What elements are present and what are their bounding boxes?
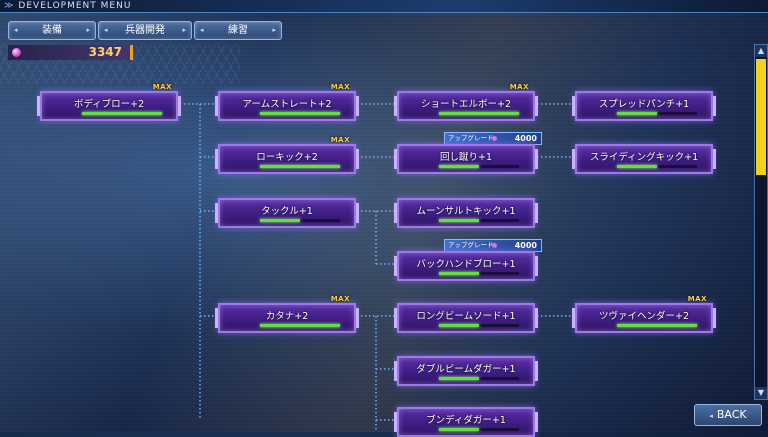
skill-node-backhand-blow[interactable]: バックハンドブロー+1 — [394, 251, 538, 281]
skill-node-tackle[interactable]: タックル+1 — [215, 198, 359, 228]
level-bar-fill — [439, 112, 519, 115]
level-bar — [260, 165, 340, 168]
tab-left-icon: ◂ — [200, 26, 204, 34]
level-bar — [439, 112, 519, 115]
level-bar-fill — [439, 377, 479, 380]
level-bar-fill — [260, 219, 300, 222]
level-bar-fill — [260, 112, 340, 115]
skill-node-double-beam-dagger[interactable]: ダブルビームダガー+1 — [394, 356, 538, 386]
skill-node-short-elbow[interactable]: MAX ショートエルボー+2 — [394, 83, 538, 121]
cost-orb-icon — [492, 243, 497, 248]
level-bar — [439, 324, 519, 327]
max-badge: MAX — [330, 83, 350, 91]
skill-node-moonsault-kick[interactable]: ムーンサルトキック+1 — [394, 198, 538, 228]
max-badge: MAX — [152, 83, 172, 91]
skill-name: 回し蹴り+1 — [439, 152, 492, 163]
skill-node-body-blow[interactable]: MAX ボディブロー+2 — [37, 83, 181, 121]
tab-left-icon: ◂ — [104, 26, 108, 34]
scroll-up-icon[interactable]: ▲ — [755, 45, 767, 57]
cost-orb-icon — [492, 136, 497, 141]
skill-node-sliding-kick[interactable]: スライディングキック+1 — [572, 144, 716, 174]
max-badge: MAX — [509, 83, 529, 91]
tab-bar: ◂ 装備 ▸ ◂ 兵器開発 ▸ ◂ 練習 ▸ — [8, 21, 282, 40]
skill-name: ローキック+2 — [256, 152, 318, 163]
upgrade-label: アップグレード — [448, 134, 494, 142]
level-bar-fill — [82, 112, 162, 115]
points-orb-icon — [12, 48, 21, 57]
level-bar-fill — [617, 112, 657, 115]
level-bar-fill — [439, 272, 479, 275]
skill-node-long-beam-sword[interactable]: ロングビームソード+1 — [394, 303, 538, 333]
level-bar-fill — [439, 324, 479, 327]
max-badge: MAX — [687, 295, 707, 303]
level-bar — [82, 112, 162, 115]
skill-name: タックル+1 — [261, 206, 313, 217]
back-arrow-icon: ◂ — [709, 412, 713, 420]
level-bar-fill — [617, 165, 657, 168]
skill-name: ムーンサルトキック+1 — [416, 206, 516, 217]
tab-label: 装備 — [42, 25, 62, 36]
level-bar — [439, 219, 519, 222]
scrollbar[interactable]: ▲ ▼ — [754, 44, 768, 400]
scroll-down-icon[interactable]: ▼ — [755, 387, 767, 399]
level-bar — [260, 112, 340, 115]
max-badge: MAX — [330, 136, 350, 144]
skill-node-arm-straight[interactable]: MAX アームストレート+2 — [215, 83, 359, 121]
tab-label: 兵器開発 — [125, 25, 165, 36]
tab-right-icon: ▸ — [86, 26, 90, 34]
skill-name: バックハンドブロー+1 — [416, 259, 516, 270]
level-bar — [617, 165, 697, 168]
back-button[interactable]: ◂BACK — [694, 404, 762, 426]
upgrade-cost: 4000 — [514, 241, 537, 250]
skill-node-low-kick[interactable]: MAX ローキック+2 — [215, 136, 359, 174]
level-bar — [439, 272, 519, 275]
level-bar — [439, 377, 519, 380]
level-bar-fill — [439, 428, 479, 431]
level-bar — [439, 428, 519, 431]
max-badge: MAX — [330, 295, 350, 303]
level-bar-fill — [439, 219, 479, 222]
upgrade-cost: 4000 — [514, 134, 537, 143]
tab-right-icon: ▸ — [272, 26, 276, 34]
skill-name: ダブルビームダガー+1 — [416, 364, 516, 375]
header-bar: ≫DEVELOPMENT MENU — [0, 0, 768, 13]
skill-node-katana[interactable]: MAX カタナ+2 — [215, 295, 359, 333]
scroll-thumb[interactable] — [756, 59, 766, 175]
level-bar — [439, 165, 519, 168]
back-label: BACK — [716, 408, 747, 421]
menu-title: ≫DEVELOPMENT MENU — [4, 1, 132, 11]
skill-name: スプレッドパンチ+1 — [598, 99, 690, 110]
tab-practice[interactable]: ◂ 練習 ▸ — [194, 21, 282, 40]
skill-name: アームストレート+2 — [242, 99, 332, 110]
skill-name: ロングビームソード+1 — [416, 311, 516, 322]
tab-left-icon: ◂ — [14, 26, 18, 34]
skill-node-roundhouse[interactable]: 回し蹴り+1 — [394, 144, 538, 174]
tab-weapon-dev[interactable]: ◂ 兵器開発 ▸ — [98, 21, 192, 40]
tab-right-icon: ▸ — [182, 26, 186, 34]
level-bar — [260, 219, 340, 222]
skill-name: カタナ+2 — [265, 311, 309, 322]
level-bar — [260, 324, 340, 327]
skill-name: ブンディダガー+1 — [426, 415, 506, 426]
skill-node-bundi-dagger[interactable]: ブンディダガー+1 — [394, 407, 538, 437]
level-bar-fill — [260, 165, 340, 168]
tab-equipment[interactable]: ◂ 装備 ▸ — [8, 21, 96, 40]
level-bar-fill — [260, 324, 340, 327]
skill-name: ショートエルボー+2 — [420, 99, 511, 110]
points-value: 3347 — [88, 45, 122, 59]
tab-label: 練習 — [228, 25, 248, 36]
skill-name: ツヴァイヘンダー+2 — [598, 311, 689, 322]
skill-node-zweihander[interactable]: MAX ツヴァイヘンダー+2 — [572, 295, 716, 333]
skill-name: ボディブロー+2 — [73, 99, 145, 110]
upgrade-label: アップグレード — [448, 241, 494, 249]
level-bar-fill — [617, 324, 697, 327]
points-display: 3347 — [8, 45, 133, 60]
skill-node-spread-punch[interactable]: スプレッドパンチ+1 — [572, 91, 716, 121]
level-bar-fill — [439, 165, 479, 168]
skill-name: スライディングキック+1 — [589, 152, 699, 163]
level-bar — [617, 112, 697, 115]
level-bar — [617, 324, 697, 327]
